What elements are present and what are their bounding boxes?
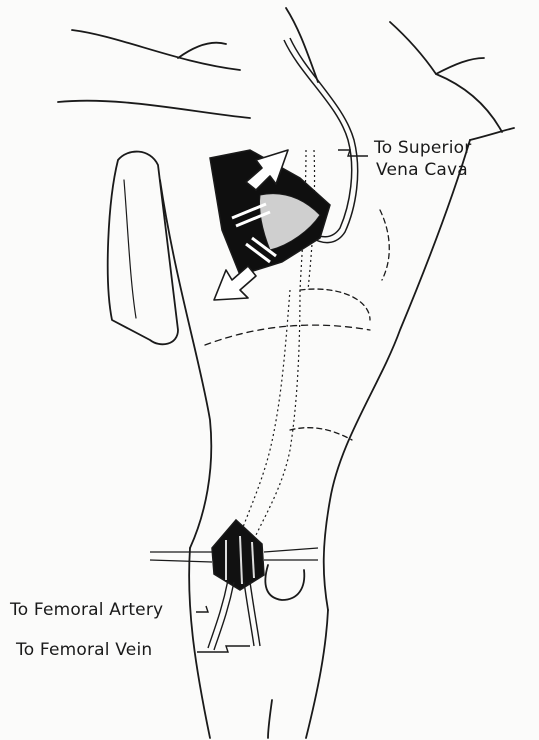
groin-outline <box>265 565 304 600</box>
torso-left-outline <box>160 180 211 548</box>
svc-label-line2: Vena Cava <box>376 160 468 180</box>
right-thigh-outline <box>306 610 328 738</box>
shoulder-pad-outline <box>108 152 178 345</box>
subcutaneous-tunnel-right <box>250 290 300 548</box>
neck-outline <box>286 8 484 82</box>
svc-label-line1: To Superior <box>374 138 471 158</box>
femoral-vein-cannula <box>244 582 254 646</box>
raised-arm-outline <box>58 30 250 118</box>
left-thigh-outline <box>189 548 210 738</box>
femoral-artery-label: To Femoral Artery <box>10 600 163 620</box>
retractor-arrow-lower <box>214 266 256 300</box>
leader-line-femoral-vein <box>197 646 250 652</box>
leader-line-femoral-artery <box>196 606 208 612</box>
femoral-vein-label: To Femoral Vein <box>16 640 152 660</box>
shoulder-outline <box>436 74 514 140</box>
inner-leg-outline <box>268 700 272 738</box>
leader-line-svc <box>338 150 368 156</box>
groin-incision <box>150 520 318 590</box>
